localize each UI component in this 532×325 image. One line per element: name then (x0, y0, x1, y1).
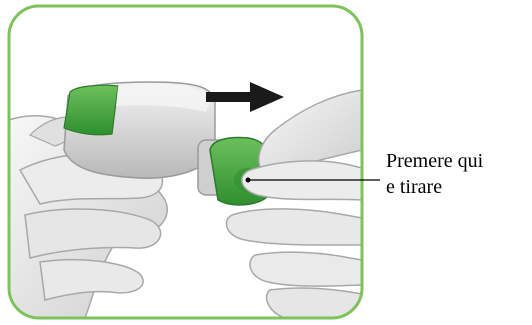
callout-label: Premere qui e tirare (386, 148, 483, 200)
inhaler-green-top (63, 84, 119, 136)
callout-line-2: e tirare (386, 176, 443, 198)
arrow-right-icon (206, 82, 284, 112)
callout-line-1: Premere qui (386, 150, 484, 172)
illustration-frame (7, 4, 364, 320)
callout-leader-line (245, 177, 380, 183)
inhaler-device (63, 81, 271, 206)
